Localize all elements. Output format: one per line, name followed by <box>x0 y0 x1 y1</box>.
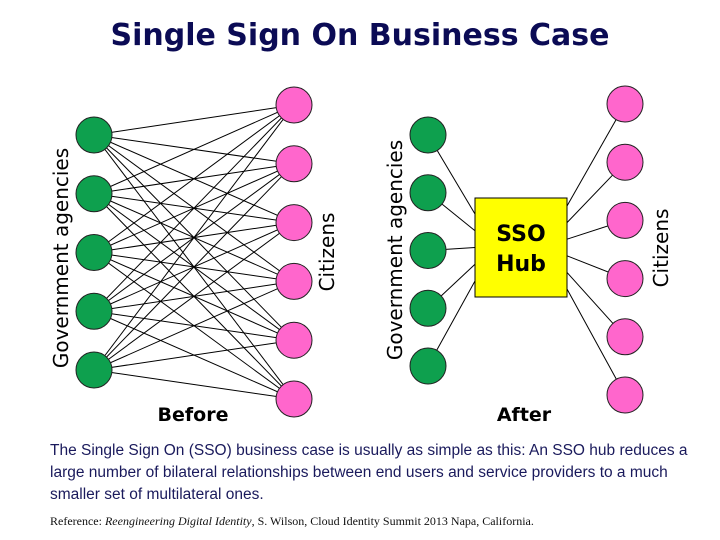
before-agency-node <box>75 234 113 271</box>
before-agency-node <box>75 292 113 330</box>
hub-label-line1: SSO <box>496 222 545 247</box>
before-citizen-node <box>275 145 313 183</box>
before-connection-edge <box>93 104 295 195</box>
before-nodes <box>75 86 313 418</box>
reference-prefix: Reference: <box>50 514 105 528</box>
after-citizen-node <box>606 143 644 181</box>
before-connection-edge <box>93 104 295 136</box>
sso-hub-box <box>474 197 568 298</box>
caption-text: The Single Sign On (SSO) business case i… <box>50 442 688 503</box>
after-nodes <box>409 85 644 414</box>
after-citizen-spoke <box>566 288 626 396</box>
before-citizen-node <box>275 321 313 359</box>
after-agency-node <box>409 174 447 212</box>
after-citizen-node <box>606 260 644 298</box>
before-connection-edge <box>93 104 295 312</box>
before-connection-edge <box>93 104 295 253</box>
slide-title: Single Sign On Business Case <box>110 18 610 53</box>
after-agencies-label: Government agencies <box>383 140 407 360</box>
reference-suffix: , S. Wilson, Cloud Identity Summit 2013 … <box>251 514 534 528</box>
after-citizen-spoke <box>566 103 626 207</box>
before-edges <box>93 104 295 400</box>
reference-text: Reference: Reengineering Digital Identit… <box>50 514 710 529</box>
after-citizen-node <box>606 376 644 414</box>
before-connection-edge <box>93 339 295 371</box>
after-agency-node <box>409 347 447 385</box>
before-connection-edge <box>93 104 295 371</box>
before-citizens-label: Citizens <box>315 213 339 292</box>
hub-label-line2: Hub <box>496 252 546 277</box>
after-citizen-node <box>606 85 644 123</box>
before-connection-edge <box>93 222 295 371</box>
before-connection-edge <box>93 163 295 371</box>
before-citizen-node <box>275 204 313 242</box>
after-agency-node <box>409 116 447 154</box>
before-agency-node <box>75 116 113 154</box>
before-citizen-node <box>275 86 313 124</box>
before-citizen-node <box>275 380 313 418</box>
before-agencies-label: Government agencies <box>49 148 73 368</box>
after-citizens-label: Citizens <box>649 209 673 288</box>
before-agency-node <box>75 351 113 389</box>
before-connection-edge <box>93 369 295 400</box>
before-citizen-node <box>275 262 313 300</box>
after-agency-node <box>409 232 447 269</box>
before-label: Before <box>158 404 229 426</box>
before-connection-edge <box>93 280 295 371</box>
reference-work: Reengineering Digital Identity <box>104 514 252 528</box>
after-label: After <box>497 404 552 426</box>
before-agency-node <box>75 175 113 213</box>
after-agency-node <box>409 289 447 327</box>
after-citizen-node <box>606 318 644 356</box>
after-citizen-node <box>606 201 644 239</box>
